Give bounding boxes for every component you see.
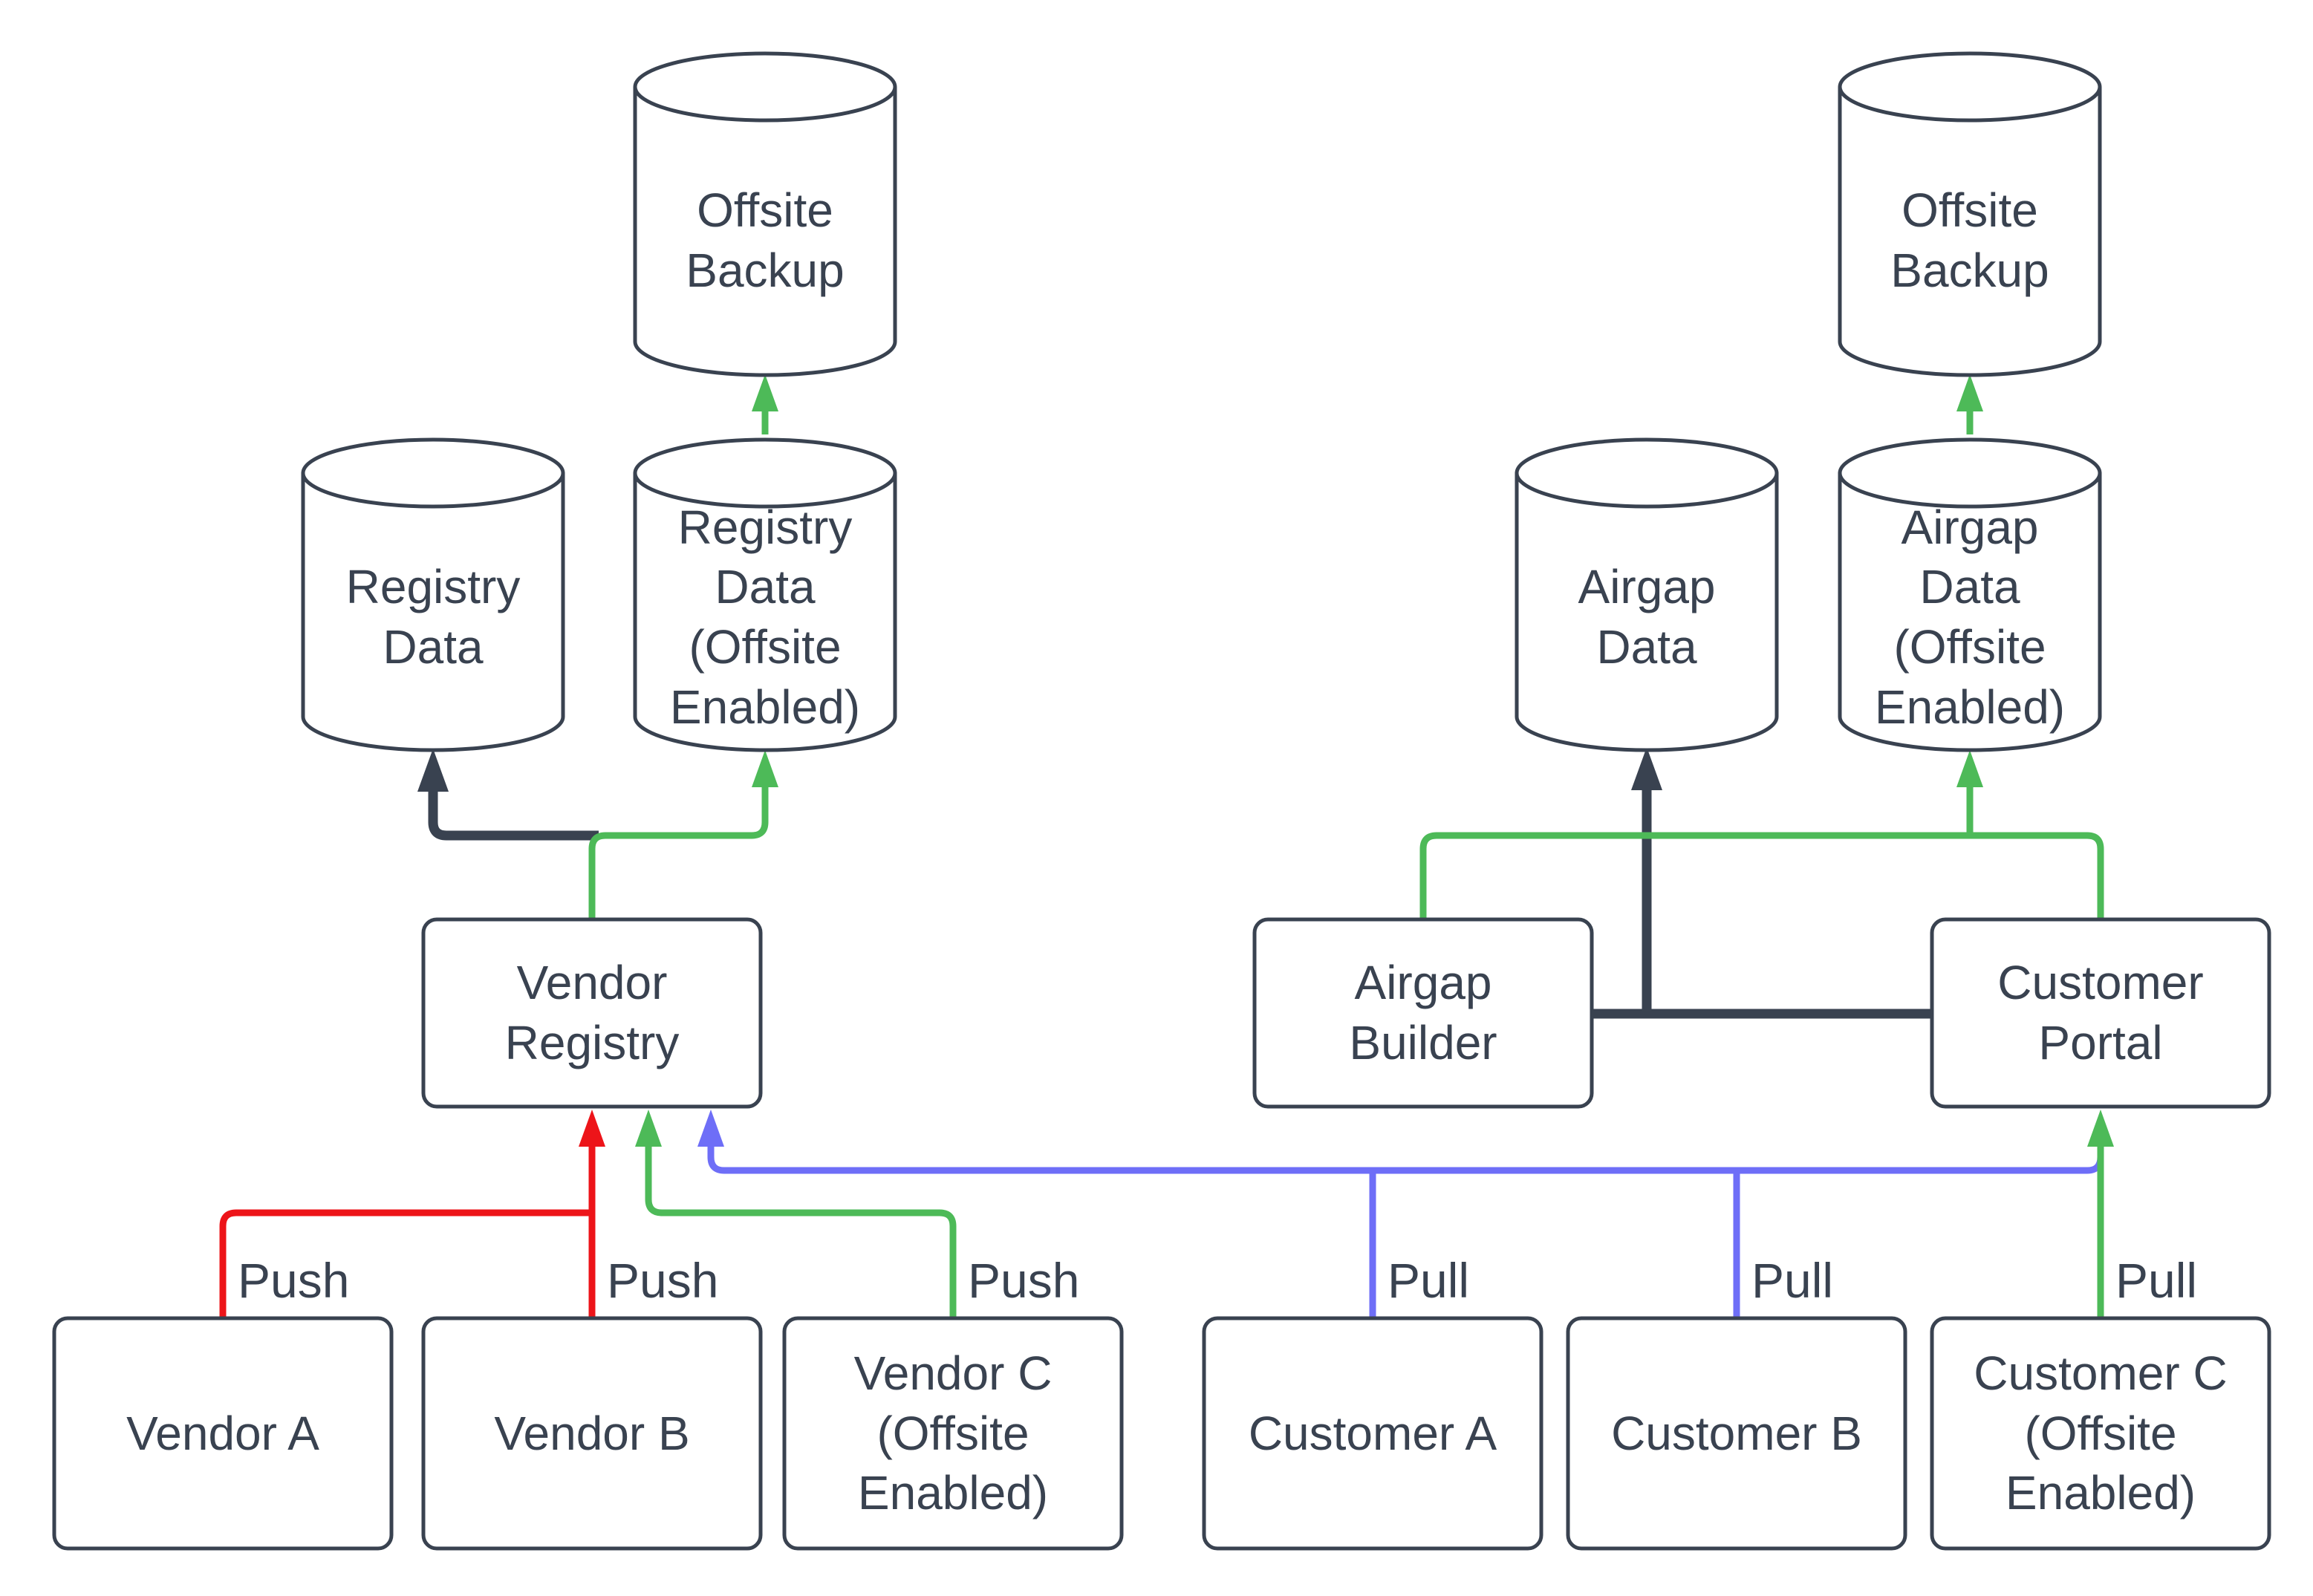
vendor-c-box — [782, 1316, 1124, 1551]
edge-vendor-registry-to-offsite-registry-data — [588, 750, 778, 919]
customer-b-box — [1566, 1316, 1907, 1551]
offsite-backup-left-cylinder — [633, 51, 897, 377]
airgap-builder-box — [1252, 917, 1594, 1109]
vendor-registry-box — [421, 917, 763, 1109]
edge-vendor-registry-to-registry-data — [417, 749, 599, 841]
edge-vendor-a-b-push — [219, 1110, 605, 1318]
airgap-data-offsite-cylinder — [1838, 437, 2102, 752]
customer-a-box — [1202, 1316, 1543, 1551]
edge-builder-portal-to-offsite-airgap-data — [1419, 750, 2104, 919]
edge-vendor-c-push — [635, 1110, 957, 1318]
edge-builder-portal-to-airgap-data — [1592, 747, 1932, 1019]
edge-customers-pull-vendor-registry — [697, 1110, 2104, 1318]
offsite-backup-right-cylinder — [1838, 51, 2102, 377]
customer-portal-box — [1930, 917, 2271, 1109]
registry-data-cylinder — [301, 437, 565, 752]
airgap-data-cylinder — [1515, 437, 1779, 752]
registry-data-offsite-cylinder — [633, 437, 897, 752]
vendor-a-box — [52, 1316, 394, 1551]
vendor-b-box — [421, 1316, 763, 1551]
customer-c-box — [1930, 1316, 2271, 1551]
